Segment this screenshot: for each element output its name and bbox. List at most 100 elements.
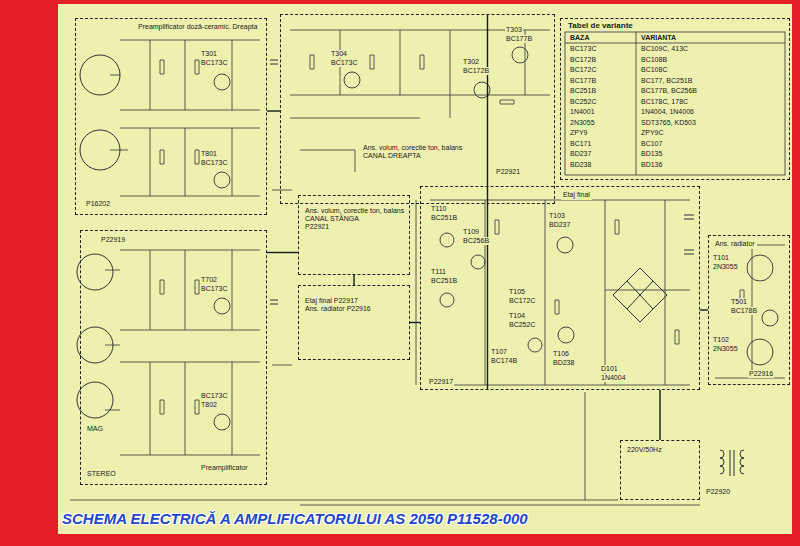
- transistor-symbol: [528, 338, 542, 352]
- transistor-symbol: [557, 237, 573, 253]
- module-text: Ans. radiator P22916: [305, 305, 371, 313]
- module-text: Tabel de variante: [568, 22, 633, 30]
- part-label: BC251B: [430, 277, 458, 285]
- module-caption: Ans. volum, corectie ton, balans CANAL S…: [303, 206, 409, 232]
- table-cell: BC177B: [569, 77, 597, 85]
- table-cell: BD135: [640, 150, 663, 158]
- transistor-symbol: [214, 298, 230, 314]
- table-cell: BC108B: [640, 56, 668, 64]
- table-cell: BD238: [569, 161, 592, 169]
- part-label: T501: [730, 298, 748, 306]
- part-label: T303: [505, 26, 523, 34]
- table-cell: BC171: [569, 140, 592, 148]
- module-text: Preamplificator doză-ceramic. Dreapta: [138, 23, 257, 31]
- part-label: T110: [430, 205, 447, 213]
- table-cell: BD237: [569, 150, 592, 158]
- transistor-symbol: [747, 255, 773, 281]
- table-cell: BC251B: [569, 87, 597, 95]
- transistor-symbol: [214, 74, 230, 90]
- table-cell: BC108C: [640, 66, 668, 74]
- wire-connector: [410, 322, 420, 323]
- table-cell: 2N3055: [569, 119, 596, 127]
- table-cell: BC177B, BC256B: [640, 87, 698, 95]
- part-label: BC177B: [505, 35, 533, 43]
- transistor-symbols: [214, 47, 778, 430]
- module-text: Preamplificator: [201, 464, 248, 472]
- table-cell: BAZA: [569, 34, 590, 42]
- transistor-symbol: [440, 293, 454, 307]
- module-caption: Ans. volum, corectie ton, balans CANAL D…: [361, 143, 485, 161]
- transformer-coils: [720, 450, 744, 476]
- module-text: Ans. volum, corectie ton, balans CANAL S…: [305, 207, 407, 223]
- module-caption: Ans. radiator: [713, 239, 757, 249]
- table-cell: BC173C: [569, 45, 597, 53]
- part-label: BC173C: [200, 285, 228, 293]
- part-label: T102: [712, 336, 730, 344]
- part-label: T106: [552, 350, 570, 358]
- table-cell: BC178C, 178C: [640, 98, 689, 106]
- din-socket: [77, 327, 113, 363]
- diagram-title: SCHEMA ELECTRICĂ A AMPLIFICATORULUI AS 2…: [62, 510, 528, 527]
- part-label: STEREO: [86, 470, 117, 478]
- part-label: BC252C: [508, 321, 536, 329]
- part-label: T111: [430, 268, 447, 276]
- transistor-symbol: [214, 414, 230, 430]
- transistor-symbol: [512, 47, 528, 63]
- variant-table-grid: [565, 32, 785, 175]
- part-label: T302: [462, 58, 480, 66]
- transistor-symbol: [747, 339, 773, 365]
- module-caption: 220V/50Hz: [625, 445, 664, 455]
- module-caption: Tabel de variante: [566, 21, 635, 31]
- table-cell: BC252C: [569, 98, 597, 106]
- part-label: T801: [200, 150, 218, 158]
- part-label: BC251B: [430, 214, 458, 222]
- transistor-symbol: [471, 255, 485, 269]
- part-label: BC173C: [200, 392, 228, 400]
- module-text: Etaj final P22917: [305, 297, 371, 305]
- part-label: T802: [200, 401, 218, 409]
- circuit-wires: [70, 30, 785, 505]
- part-label: T104: [508, 312, 526, 320]
- dashed-module-box: Etaj final P22917Ans. radiator P22916: [298, 285, 410, 360]
- table-cell: SDT3765, KD503: [640, 119, 697, 127]
- part-label: BC178B: [730, 307, 758, 315]
- table-rule: [565, 43, 785, 44]
- transistor-symbol: [214, 172, 230, 188]
- table-cell: 1N4004, 1N4006: [640, 108, 695, 116]
- table-cell: ZPY9: [569, 129, 589, 137]
- part-label: P22917: [428, 378, 454, 386]
- part-label: BD237: [548, 221, 571, 229]
- part-label: BC173C: [200, 159, 228, 167]
- table-cell: VARIANTA: [640, 34, 677, 42]
- part-label: P22919: [100, 236, 126, 244]
- din-socket: [80, 130, 120, 170]
- table-rule: [636, 32, 637, 175]
- module-text: Ans. radiator: [715, 240, 755, 248]
- part-label: 2N3055: [712, 263, 739, 271]
- module-caption: Preamplificator: [199, 463, 250, 473]
- part-label: T301: [200, 50, 218, 58]
- transistor-symbol: [762, 310, 778, 326]
- part-label: D101: [600, 365, 619, 373]
- part-label: P22921: [495, 168, 521, 176]
- dashed-module-box: Preamplificator: [80, 230, 267, 485]
- module-text: Etaj final: [563, 191, 590, 199]
- part-label: BD238: [552, 359, 575, 367]
- part-label: T304: [330, 50, 348, 58]
- table-cell: 1N4001: [569, 108, 596, 116]
- module-caption: Etaj final P22917Ans. radiator P22916: [303, 296, 373, 314]
- wire-connector: [353, 275, 354, 285]
- wire-connector: [267, 110, 280, 111]
- part-label: BC173C: [200, 59, 228, 67]
- dashed-module-box: Preamplificator doză-ceramic. Dreapta: [75, 18, 267, 215]
- resistor-symbols: [160, 55, 744, 414]
- bridge-rectifier: [613, 268, 667, 322]
- table-cell: BC177, BC251B: [640, 77, 693, 85]
- part-label: T109: [462, 228, 480, 236]
- part-label: P22916: [748, 370, 774, 378]
- part-label: MAG: [86, 425, 104, 433]
- din-socket: [80, 55, 120, 95]
- module-caption: Etaj final: [561, 190, 592, 200]
